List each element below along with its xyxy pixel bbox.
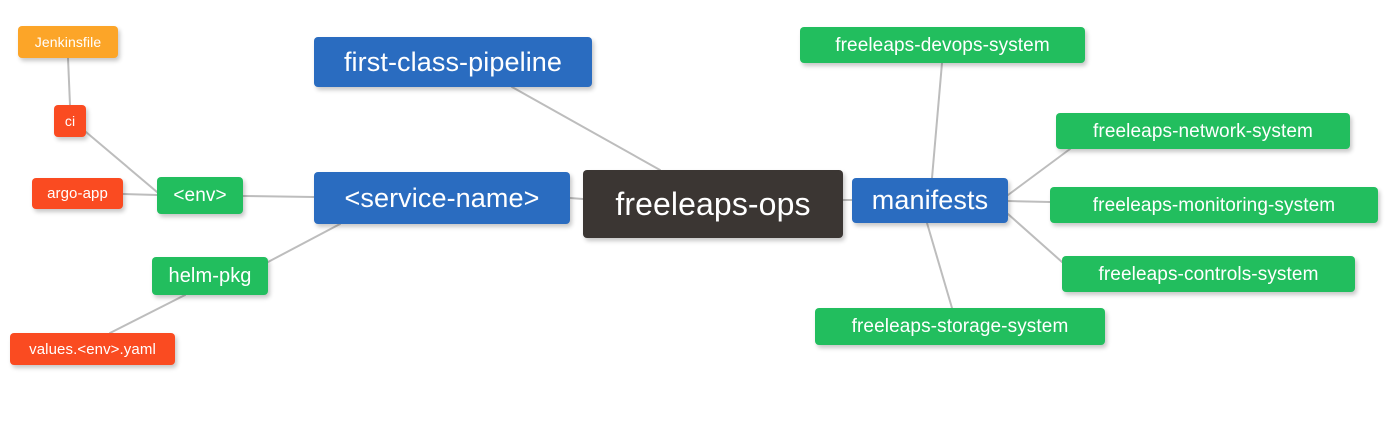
node-freeleaps-monitoring-system[interactable]: freeleaps-monitoring-system bbox=[1050, 187, 1378, 223]
node-ci[interactable]: ci bbox=[54, 105, 86, 137]
node-label: freeleaps-network-system bbox=[1093, 120, 1313, 142]
edge-freeleaps-devops-system-to-manifests bbox=[931, 62, 943, 179]
edge-argo-app-to-env bbox=[122, 193, 158, 196]
node-env[interactable]: <env> bbox=[157, 177, 243, 214]
node-values-yaml[interactable]: values.<env>.yaml bbox=[10, 333, 175, 365]
edge-first-class-pipeline-to-freeleaps-ops bbox=[511, 86, 661, 171]
node-freeleaps-controls-system[interactable]: freeleaps-controls-system bbox=[1062, 256, 1355, 292]
node-label: <env> bbox=[173, 185, 227, 206]
node-label: freeleaps-ops bbox=[615, 186, 811, 222]
edge-service-name-to-helm-pkg bbox=[267, 223, 341, 263]
node-label: freeleaps-storage-system bbox=[851, 316, 1069, 337]
node-jenkinsfile[interactable]: Jenkinsfile bbox=[18, 26, 118, 58]
node-freeleaps-storage-system[interactable]: freeleaps-storage-system bbox=[815, 308, 1105, 345]
node-helm-pkg[interactable]: helm-pkg bbox=[152, 257, 268, 295]
node-label: freeleaps-devops-system bbox=[835, 34, 1050, 56]
node-service-name[interactable]: <service-name> bbox=[314, 172, 570, 224]
node-label: freeleaps-controls-system bbox=[1098, 263, 1319, 285]
edge-freeleaps-storage-system-to-manifests bbox=[926, 222, 953, 309]
node-label: manifests bbox=[871, 185, 989, 215]
node-label: <service-name> bbox=[344, 182, 540, 213]
node-manifests[interactable]: manifests bbox=[852, 178, 1008, 223]
node-label: argo-app bbox=[47, 185, 108, 202]
edge-freeleaps-monitoring-system-to-manifests bbox=[1007, 200, 1051, 203]
node-label: ci bbox=[64, 113, 76, 129]
edge-helm-pkg-to-values-yaml bbox=[109, 294, 186, 334]
node-first-class-pipeline[interactable]: first-class-pipeline bbox=[314, 37, 592, 87]
node-label: freeleaps-monitoring-system bbox=[1092, 194, 1336, 216]
node-freeleaps-ops[interactable]: freeleaps-ops bbox=[583, 170, 843, 238]
edge-service-name-to-freeleaps-ops bbox=[569, 197, 584, 200]
node-freeleaps-network-system[interactable]: freeleaps-network-system bbox=[1056, 113, 1350, 149]
node-label: first-class-pipeline bbox=[343, 46, 563, 77]
node-label: helm-pkg bbox=[168, 265, 252, 287]
edge-env-to-service-name bbox=[242, 195, 315, 198]
node-label: values.<env>.yaml bbox=[29, 340, 156, 358]
node-freeleaps-devops-system[interactable]: freeleaps-devops-system bbox=[800, 27, 1085, 63]
node-label: Jenkinsfile bbox=[34, 34, 102, 50]
edge-jenkinsfile-to-ci bbox=[67, 57, 71, 106]
node-argo-app[interactable]: argo-app bbox=[32, 178, 123, 209]
